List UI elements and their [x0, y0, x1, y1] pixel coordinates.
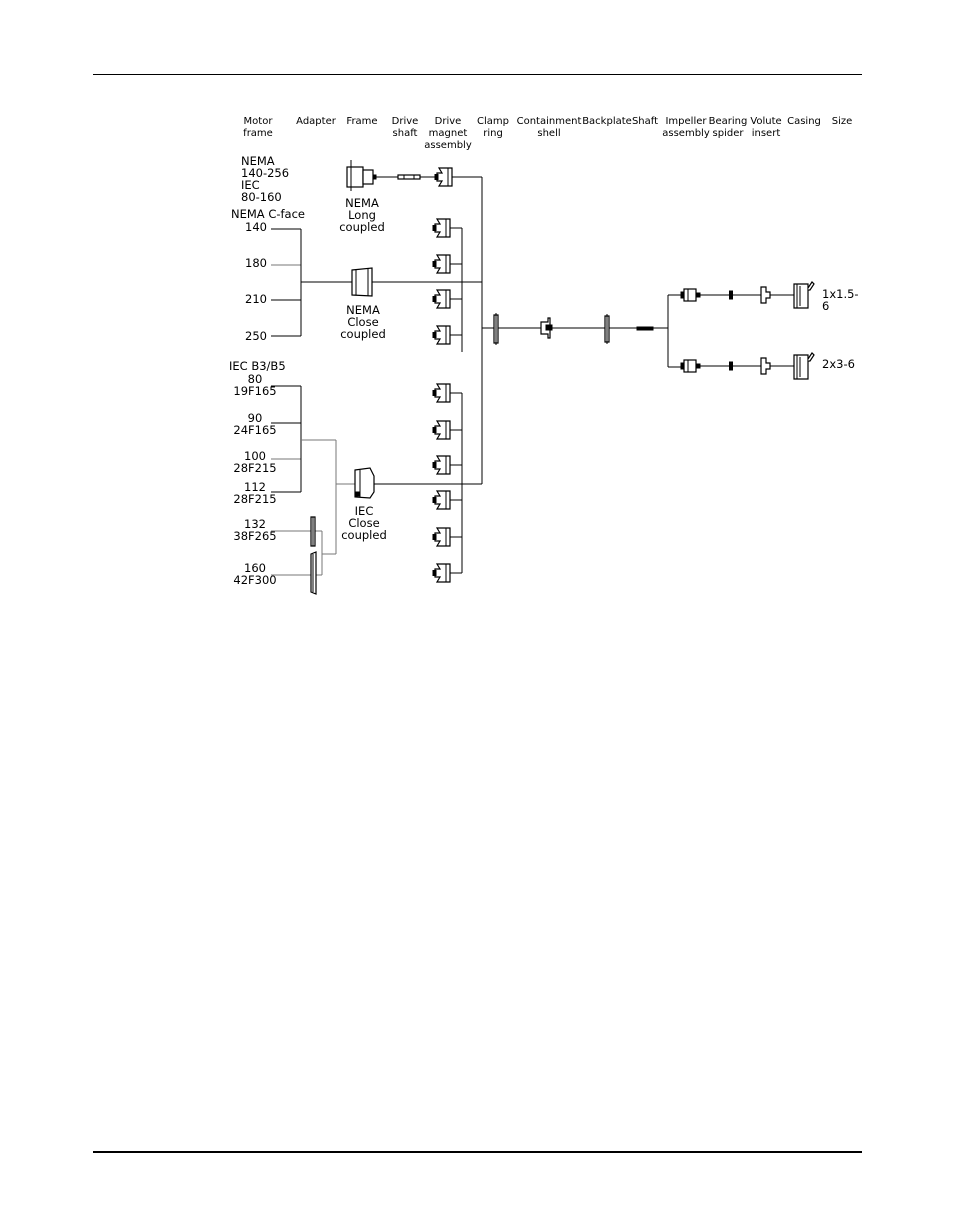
label-iec-close-coupled: IEC Close coupled	[341, 504, 387, 542]
label-size-1x1.5-6: 1x1.5-6	[822, 288, 859, 312]
volute-insert-part-1	[760, 286, 771, 304]
drive-shaft-part	[397, 174, 421, 180]
header-clamp-ring: Clamp ring	[477, 116, 509, 139]
backplate-part	[604, 314, 610, 344]
header-bearing-spider: Bearing spider	[708, 116, 748, 139]
label-size-2x3-6: 2x3-6	[822, 358, 855, 370]
header-shaft: Shaft	[631, 116, 659, 127]
label-nema-250: 250	[245, 329, 267, 343]
nema-close-frame-part	[351, 267, 373, 297]
magnet-connectors	[374, 176, 668, 574]
header-drive-shaft: Drive shaft	[391, 116, 419, 139]
bearing-spider-part-1	[726, 290, 736, 300]
casing-part-1	[793, 281, 815, 309]
adapter-160-part	[310, 551, 317, 595]
header-adapter: Adapter	[296, 116, 336, 127]
casing-part-2	[793, 352, 815, 380]
impeller-assembly-part-1	[680, 288, 701, 302]
label-iec-title: IEC B3/B5	[229, 359, 286, 373]
bearing-spider-part-2	[726, 361, 736, 371]
header-containment-shell: Containment shell	[516, 116, 582, 139]
label-iec-132: 132 38F265	[233, 517, 277, 543]
label-nema-180: 180	[245, 256, 267, 270]
label-nema-210: 210	[245, 292, 267, 306]
label-iec-100: 100 28F215	[233, 449, 277, 475]
header-casing: Casing	[787, 116, 821, 127]
header-drive-magnet-assembly: Drive magnet assembly	[424, 116, 472, 151]
label-nema-close-coupled: NEMA Close coupled	[340, 303, 386, 341]
drive-magnet-assembly-parts	[432, 167, 453, 583]
label-iec-112: 112 28F215	[233, 480, 277, 506]
label-iec-80: 80 19F165	[233, 372, 277, 398]
containment-shell-part	[540, 317, 553, 339]
size-branch-connectors	[667, 294, 794, 368]
iec-close-frame-part	[354, 467, 375, 499]
top-rule	[93, 74, 862, 75]
label-iec-90: 90 24F165	[233, 411, 277, 437]
nema-cface-connectors	[271, 228, 482, 337]
iec-connectors	[271, 385, 355, 576]
nema-long-frame-part	[346, 160, 377, 191]
bottom-rule	[93, 1151, 862, 1153]
volute-insert-part-2	[760, 357, 771, 375]
adapter-132-part	[310, 516, 316, 547]
header-impeller-assembly: Impeller assembly	[662, 116, 710, 139]
shaft-part	[636, 326, 654, 331]
header-motor-frame: Motor frame	[243, 116, 273, 139]
header-backplate: Backplate	[582, 116, 632, 127]
label-iec-160: 160 42F300	[233, 561, 277, 587]
header-frame: Frame	[346, 116, 378, 127]
clamp-ring-part	[493, 313, 499, 345]
label-nema-cface-title: NEMA C-face	[231, 207, 305, 221]
label-nema-iec-long: NEMA 140-256 IEC 80-160	[241, 154, 290, 204]
impeller-assembly-part-2	[680, 359, 701, 373]
header-volute-insert: Volute insert	[750, 116, 782, 139]
label-nema-140: 140	[245, 220, 267, 234]
label-nema-long-coupled: NEMA Long coupled	[339, 196, 385, 234]
header-size: Size	[831, 116, 853, 127]
